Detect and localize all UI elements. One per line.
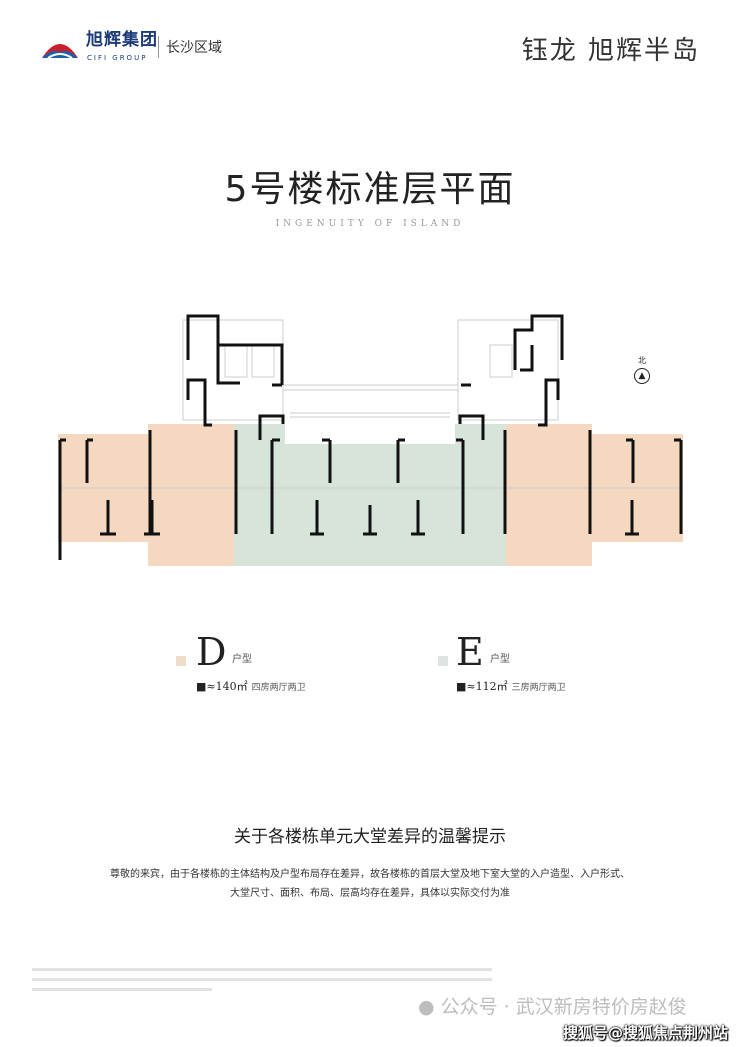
legend-swatch-e bbox=[438, 656, 448, 666]
legend-type-label: 户型 bbox=[232, 654, 252, 665]
page-subtitle: INGENUITY OF ISLAND bbox=[275, 219, 465, 229]
north-arrow-icon: ▲ bbox=[634, 368, 650, 384]
area-prefix: ■≈ bbox=[196, 680, 216, 693]
north-indicator: 北 ▲ bbox=[634, 355, 650, 384]
area-desc: 四房两厅两卫 bbox=[251, 683, 306, 693]
project-name: 钰龙 旭辉半岛 bbox=[521, 36, 700, 66]
cifi-logo-icon bbox=[42, 44, 78, 59]
legend-type-label: 户型 bbox=[490, 654, 510, 665]
area-prefix: ■≈ bbox=[456, 680, 476, 693]
unit-d-right bbox=[506, 424, 683, 566]
legend-letter: D bbox=[196, 630, 227, 674]
notice-line-2: 大堂尺寸、面积、布局、层高均存在差异，具体以实际交付为准 bbox=[230, 888, 510, 899]
floor-plan bbox=[58, 314, 683, 566]
legend-letter: E bbox=[456, 630, 484, 674]
area-desc: 三房两厅两卫 bbox=[511, 683, 566, 693]
unit-d-left bbox=[58, 424, 236, 566]
brand-name-cn: 旭辉集团 bbox=[86, 30, 158, 50]
notice-title: 关于各楼栋单元大堂差异的温馨提示 bbox=[234, 827, 506, 847]
sohu-watermark: 搜狐号@搜狐焦点荆州站 bbox=[563, 1024, 729, 1042]
north-label: 北 bbox=[638, 356, 646, 365]
legend-swatch-d bbox=[176, 656, 186, 666]
wechat-icon: ● bbox=[418, 996, 435, 1018]
brand-name-en: CIFI GROUP bbox=[87, 54, 148, 62]
wechat-watermark: ● 公众号 · 武汉新房特价房赵俊 bbox=[418, 996, 687, 1019]
region-label: 长沙区域 bbox=[166, 40, 222, 56]
disclaimer-fine-print bbox=[32, 968, 492, 998]
header-divider bbox=[158, 36, 159, 58]
area-value: 112㎡ bbox=[475, 680, 508, 693]
notice-line-1: 尊敬的来宾，由于各楼栋的主体结构及户型布局存在差异，故各楼栋的首层大堂及地下室大… bbox=[110, 869, 630, 880]
wechat-watermark-text: 公众号 · 武汉新房特价房赵俊 bbox=[440, 996, 687, 1018]
page-title: 5号楼标准层平面 bbox=[224, 169, 516, 210]
unit-e bbox=[234, 424, 506, 566]
area-value: 140㎡ bbox=[215, 680, 248, 693]
